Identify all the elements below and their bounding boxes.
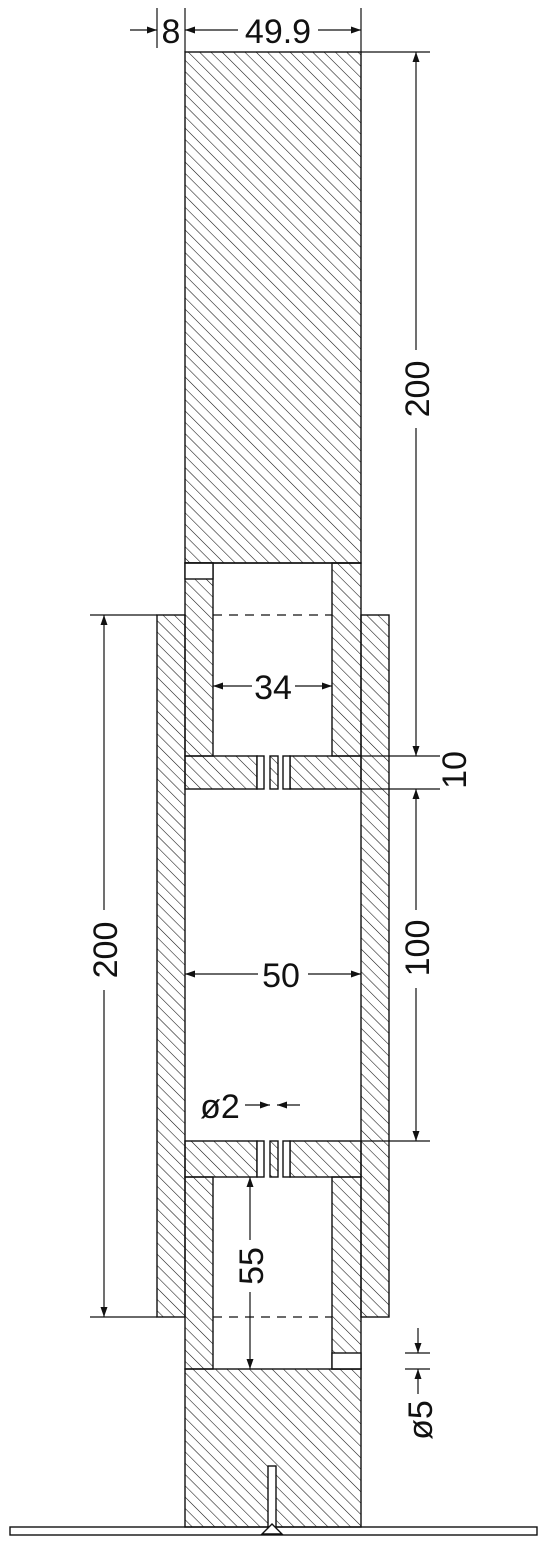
lower-hole-center xyxy=(269,1140,279,1178)
upper-cup-left-wall xyxy=(184,562,214,757)
upper-hole-center xyxy=(269,755,279,790)
upper-plate-left xyxy=(184,755,258,790)
chamber-length-label: 100 xyxy=(399,920,437,977)
chamber-inner-width-label: 50 xyxy=(262,957,300,995)
top-rod-length-label: 200 xyxy=(399,361,437,418)
pin xyxy=(267,1465,277,1528)
outer-width-label: 49.9 xyxy=(245,13,311,51)
lower-cup-notch xyxy=(331,1352,362,1370)
wall-thickness-label: 8 xyxy=(162,13,181,51)
plate-thickness-label: 10 xyxy=(436,751,474,789)
cup-inner-width-label: 34 xyxy=(254,669,292,707)
lower-hole-left-strip xyxy=(256,1140,265,1178)
lower-plate-left xyxy=(184,1140,258,1178)
tube-length-label: 200 xyxy=(87,922,125,979)
upper-hole-right-strip xyxy=(282,755,291,790)
outer-tube-left-wall xyxy=(156,614,186,1318)
lower-cup-depth-label: 55 xyxy=(233,1247,271,1285)
outer-tube-right-wall xyxy=(360,614,390,1318)
upper-plate-right xyxy=(289,755,362,790)
upper-cup-right-wall xyxy=(331,562,362,757)
pin-head xyxy=(260,1523,284,1535)
top-rod xyxy=(184,51,362,564)
lower-plate-right xyxy=(289,1140,362,1178)
lower-cup-left-wall xyxy=(184,1176,214,1370)
upper-cup-notch xyxy=(184,562,214,580)
hole-diameter-label: ø2 xyxy=(200,1088,240,1126)
lower-cup-right-wall xyxy=(331,1176,362,1370)
pin-diameter-label: ø5 xyxy=(402,1400,440,1440)
upper-hole-left-strip xyxy=(256,755,265,790)
lower-hole-right-strip xyxy=(282,1140,291,1178)
